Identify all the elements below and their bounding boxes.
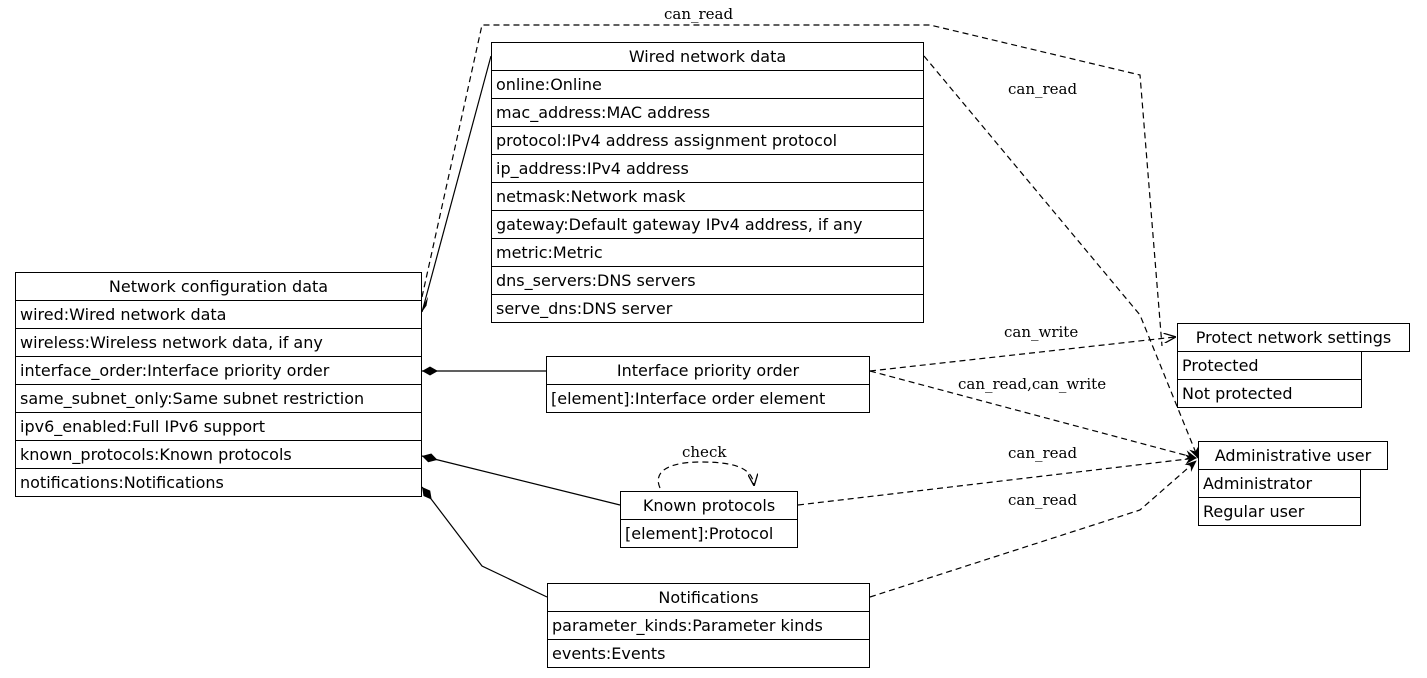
node-title: Interface priority order bbox=[546, 356, 870, 385]
dependency-edge-config-can-read bbox=[421, 24, 1163, 347]
dependency-edge-notif-can-read bbox=[869, 460, 1197, 598]
node-field-row: events:Events bbox=[547, 639, 870, 668]
node-field-row: ip_address:IPv4 address bbox=[491, 154, 924, 183]
node-title: Wired network data bbox=[491, 42, 924, 71]
composition-edge-known-protocols bbox=[421, 455, 621, 506]
node-field-row: interface_order:Interface priority order bbox=[15, 356, 422, 385]
node-field-row: [element]:Protocol bbox=[620, 519, 798, 548]
node-field-row: protocol:IPv4 address assignment protoco… bbox=[491, 126, 924, 155]
dependency-edge-can-read-write bbox=[869, 370, 1197, 460]
dependency-edge-wired-can-read bbox=[923, 55, 1199, 459]
node-field-row: [element]:Interface order element bbox=[546, 384, 870, 413]
node-field-row: parameter_kinds:Parameter kinds bbox=[547, 611, 870, 640]
dependency-edge-known-can-read bbox=[797, 454, 1197, 506]
node-title: Protect network settings bbox=[1177, 323, 1410, 352]
edge-label-notif-can-read: can_read bbox=[1008, 491, 1078, 509]
node-field-row: ipv6_enabled:Full IPv6 support bbox=[15, 412, 422, 441]
composition-edge-wired bbox=[421, 55, 492, 313]
node-field-row: wired:Wired network data bbox=[15, 300, 422, 329]
edge-label-config-can-read: can_read bbox=[664, 5, 734, 23]
node-field-row: Not protected bbox=[1177, 379, 1362, 408]
node-field-row: same_subnet_only:Same subnet restriction bbox=[15, 384, 422, 413]
node-field-row: netmask:Network mask bbox=[491, 182, 924, 211]
node-field-row: mac_address:MAC address bbox=[491, 98, 924, 127]
edge-label-can-write: can_write bbox=[1004, 323, 1079, 341]
edge-label-check: check bbox=[682, 443, 727, 461]
node-field-row: notifications:Notifications bbox=[15, 468, 422, 497]
composition-diamond-wired bbox=[422, 296, 429, 312]
dependency-edge-can-write bbox=[869, 337, 1175, 372]
edge-label-wired-can-read: can_read bbox=[1008, 80, 1078, 98]
edge-label-can-read-write: can_read,can_write bbox=[958, 375, 1107, 393]
edge-label-known-can-read: can_read bbox=[1008, 444, 1078, 462]
node-field-row: known_protocols:Known protocols bbox=[15, 440, 422, 469]
node-title: Notifications bbox=[547, 583, 870, 612]
composition-edge-notifications bbox=[421, 486, 548, 598]
node-field-row: serve_dns:DNS server bbox=[491, 294, 924, 323]
node-title: Known protocols bbox=[620, 491, 798, 520]
composition-diamond-notifications bbox=[422, 487, 432, 500]
node-field-row: wireless:Wireless network data, if any bbox=[15, 328, 422, 357]
node-field-row: online:Online bbox=[491, 70, 924, 99]
node-known-protocols: Known protocols[element]:Protocol bbox=[620, 491, 798, 548]
composition-diamond-known-protocols bbox=[422, 453, 438, 463]
dependency-edge-check-loop bbox=[657, 461, 754, 489]
node-title: Network configuration data bbox=[15, 272, 422, 301]
node-title: Administrative user bbox=[1198, 441, 1388, 470]
node-field-row: metric:Metric bbox=[491, 238, 924, 267]
node-field-row: gateway:Default gateway IPv4 address, if… bbox=[491, 210, 924, 239]
node-field-row: Regular user bbox=[1198, 497, 1361, 526]
node-interface-priority-order: Interface priority order[element]:Interf… bbox=[546, 356, 870, 413]
node-field-row: Protected bbox=[1177, 351, 1362, 380]
node-field-row: Administrator bbox=[1198, 469, 1361, 498]
node-field-row: dns_servers:DNS servers bbox=[491, 266, 924, 295]
composition-diamond-interface-order bbox=[422, 366, 438, 376]
